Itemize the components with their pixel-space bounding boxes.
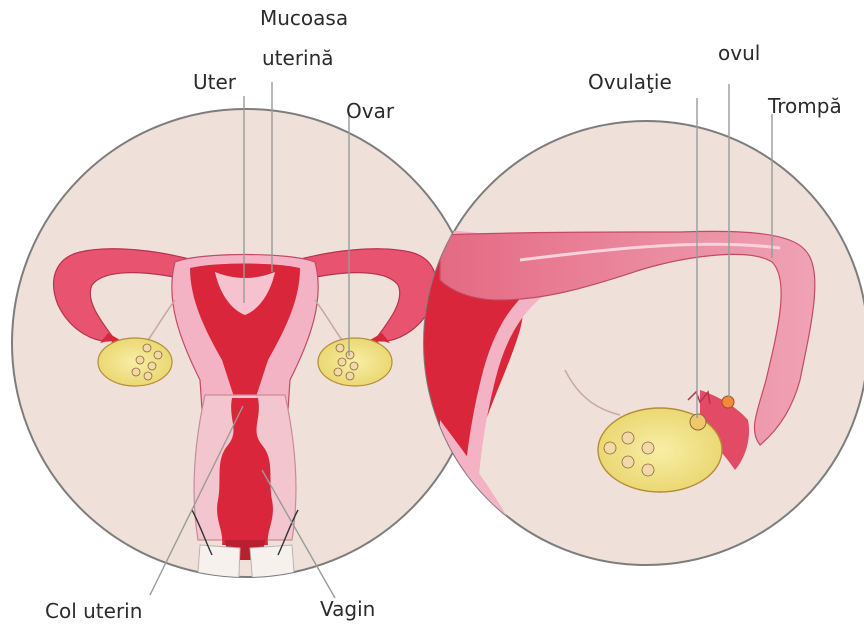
- label-col-uterin: Col uterin: [45, 601, 142, 621]
- label-trompa: Trompă: [768, 96, 842, 116]
- label-ovulatie: Ovulaţie: [588, 72, 672, 92]
- ovum: [722, 396, 734, 408]
- right-circle-panel: [420, 121, 864, 565]
- label-uterina: uterină: [262, 48, 334, 68]
- label-vagin: Vagin: [320, 599, 375, 619]
- label-ovul: ovul: [718, 43, 760, 63]
- label-mucoasa: Mucoasa: [260, 8, 348, 28]
- label-uter: Uter: [193, 72, 236, 92]
- ovulation-follicle: [690, 414, 706, 430]
- left-circle-panel: [12, 109, 480, 600]
- label-ovar: Ovar: [346, 101, 394, 121]
- left-ovary: [98, 338, 172, 386]
